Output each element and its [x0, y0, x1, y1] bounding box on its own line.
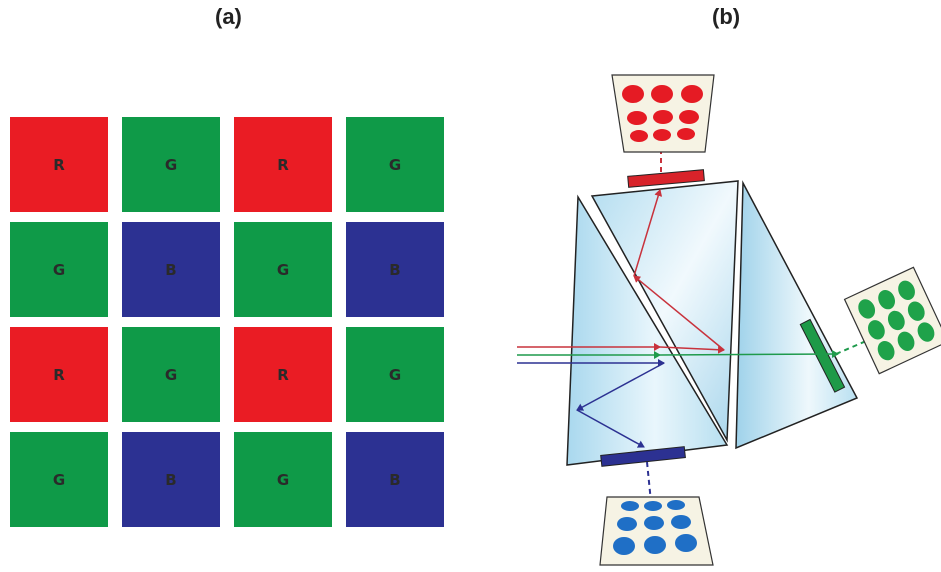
blue-sensor [600, 446, 686, 467]
filter-cell-g: G [10, 432, 108, 527]
filter-cell-b: B [122, 432, 220, 527]
green-ray [659, 350, 839, 359]
filter-cell-g: G [234, 222, 332, 317]
middle-prism [590, 180, 739, 443]
blue-ray-1 [576, 362, 665, 411]
blue-image-card [599, 496, 714, 566]
red-image-card [611, 74, 715, 153]
red-ray-3 [633, 189, 663, 277]
right-prism [735, 180, 859, 450]
filter-cell-g: G [346, 327, 444, 422]
panel-label-b: (b) [712, 4, 741, 29]
filter-cell-g: G [122, 327, 220, 422]
filter-cell-b: B [346, 432, 444, 527]
filter-cell-r: R [10, 117, 108, 212]
red-ray-1 [659, 345, 725, 354]
red-ray-2 [633, 275, 725, 351]
panel-label-a: (a) [215, 4, 242, 29]
blue-ray-2 [576, 409, 645, 448]
filter-cell-g: G [346, 117, 444, 212]
filter-cell-g: G [234, 432, 332, 527]
green-sensor [799, 318, 846, 393]
filter-cell-b: B [346, 222, 444, 317]
filter-cell-r: R [10, 327, 108, 422]
green-image-card [843, 266, 941, 375]
filter-cell-g: G [122, 117, 220, 212]
red-sensor [627, 169, 705, 188]
filter-cell-g: G [10, 222, 108, 317]
filter-cell-r: R [234, 117, 332, 212]
filter-cell-b: B [122, 222, 220, 317]
filter-cell-r: R [234, 327, 332, 422]
